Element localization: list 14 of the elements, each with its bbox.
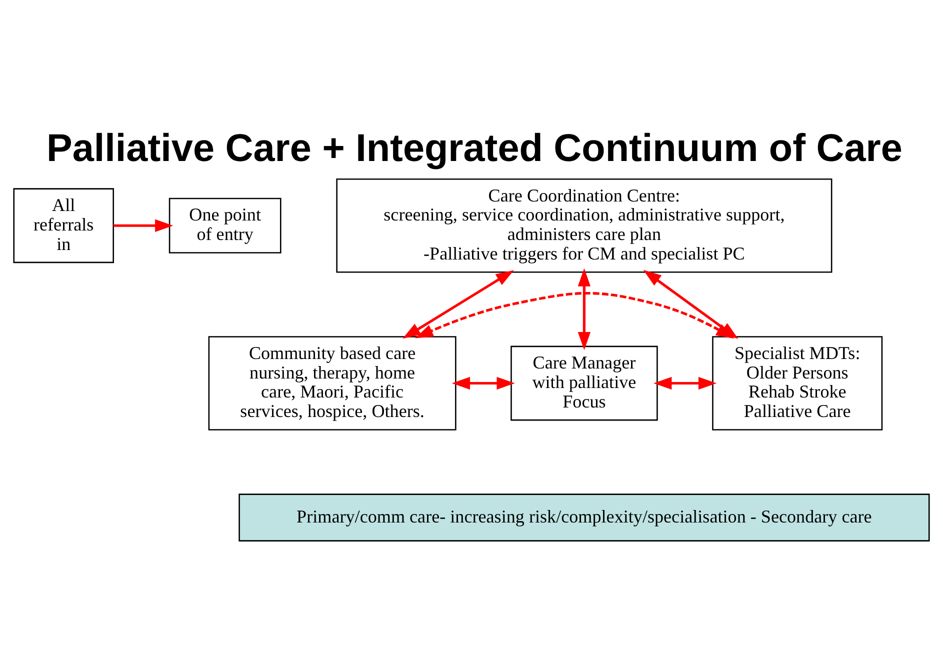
diagram-title: Palliative Care + Integrated Continuum of Care (46, 127, 902, 170)
node-box: Community based care nursing, therapy, home care, Maori, Pacific services, hospice, Others. (208, 336, 456, 430)
node-box: Primary/comm care- increasing risk/complexity/specialisation - Secondary care (238, 494, 930, 542)
node-box: Care Coordination Centre: screening, service coordination, administrative support, administers care plan -Palliative triggers for CM and specialist PC (336, 178, 832, 273)
node-box: Care Manager with palliative Focus (510, 346, 658, 421)
arrow (452, 376, 515, 390)
node-box: All referrals in (13, 188, 114, 264)
node-box: Specialist MDTs: Older Persons Rehab Stroke Palliative Care (712, 336, 883, 430)
arrow (415, 292, 734, 339)
arrow (578, 268, 591, 350)
arrow (113, 219, 174, 232)
arrow (654, 376, 717, 390)
arrow (402, 270, 514, 339)
node-box: One point of entry (168, 198, 282, 254)
